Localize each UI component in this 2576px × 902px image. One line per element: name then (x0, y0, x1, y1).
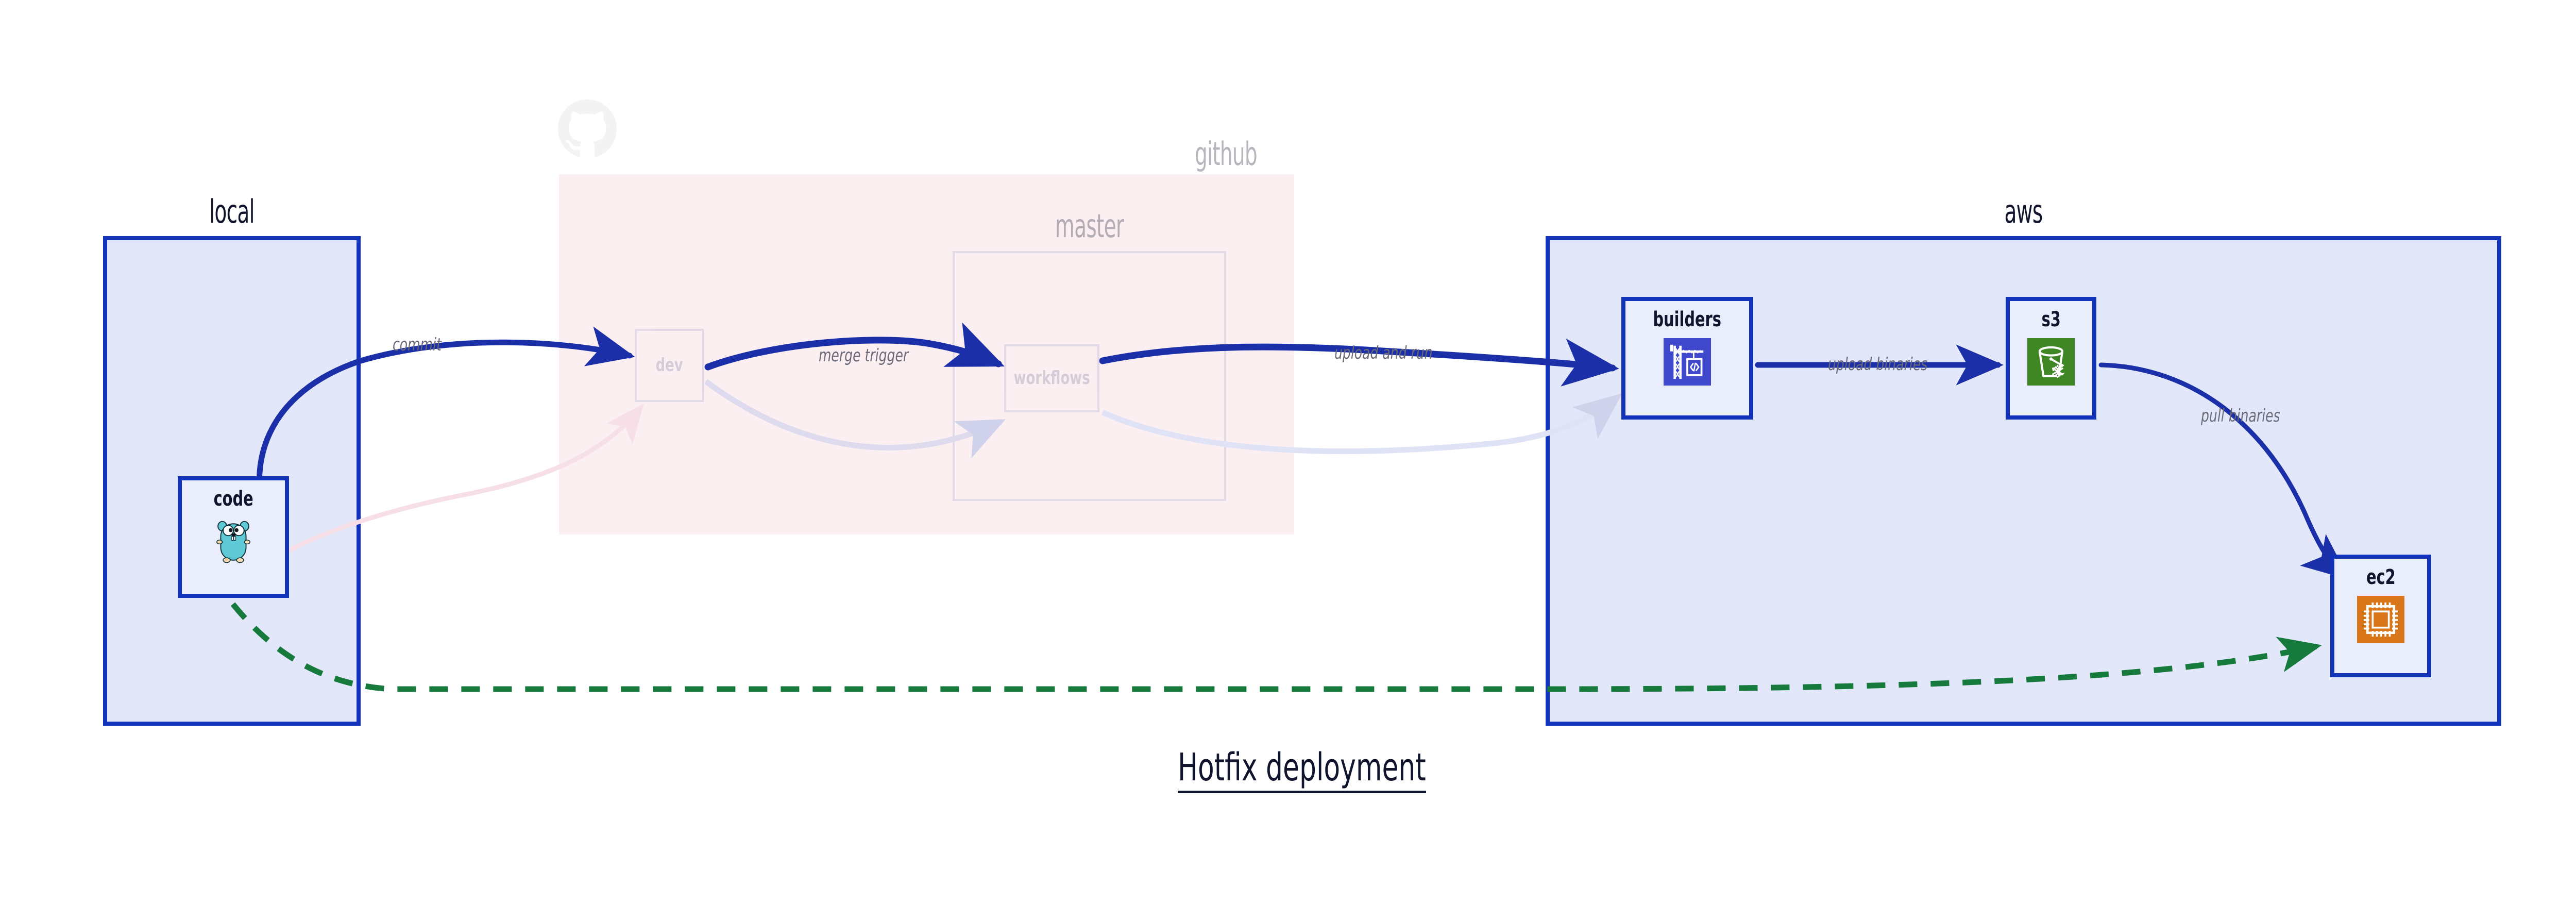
group-local-label: local (209, 193, 255, 230)
edge-label-commit: commit (393, 335, 442, 355)
node-builders[interactable]: builders (1621, 297, 1753, 420)
node-workflows-label: workflows (1013, 368, 1090, 389)
node-s3-label: s3 (2041, 308, 2061, 331)
group-aws-label: aws (2004, 193, 2043, 230)
aws-codebuild-icon (1664, 338, 1711, 386)
diagram-title-text: Hotfix deployment (1178, 748, 1426, 793)
edge-label-upload-and-run: upload and run (1334, 343, 1433, 363)
edge-label-merge-trigger: merge trigger (819, 345, 909, 366)
edge-label-upload-binaries: upload binaries (1828, 354, 1928, 375)
node-builders-label: builders (1653, 308, 1722, 331)
group-github-label: github (1194, 135, 1258, 173)
node-ec2-label: ec2 (2366, 565, 2396, 589)
node-code[interactable]: code (178, 476, 289, 598)
node-workflows[interactable]: workflows (1004, 344, 1099, 412)
aws-s3-bucket-icon (2027, 338, 2075, 386)
aws-ec2-chip-icon (2357, 596, 2404, 643)
go-gopher-icon (216, 521, 250, 563)
group-master-label: master (1055, 207, 1124, 245)
node-s3[interactable]: s3 (2006, 297, 2096, 420)
edge-label-pull-binaries: pull binaries (2201, 406, 2280, 426)
node-dev[interactable]: dev (635, 329, 704, 402)
node-dev-label: dev (655, 355, 683, 376)
diagram-title: Hotfix deployment (0, 748, 2576, 793)
group-master[interactable] (953, 251, 1226, 501)
node-ec2[interactable]: ec2 (2330, 555, 2431, 677)
github-octocat-logo (558, 99, 617, 157)
node-code-label: code (213, 487, 253, 511)
